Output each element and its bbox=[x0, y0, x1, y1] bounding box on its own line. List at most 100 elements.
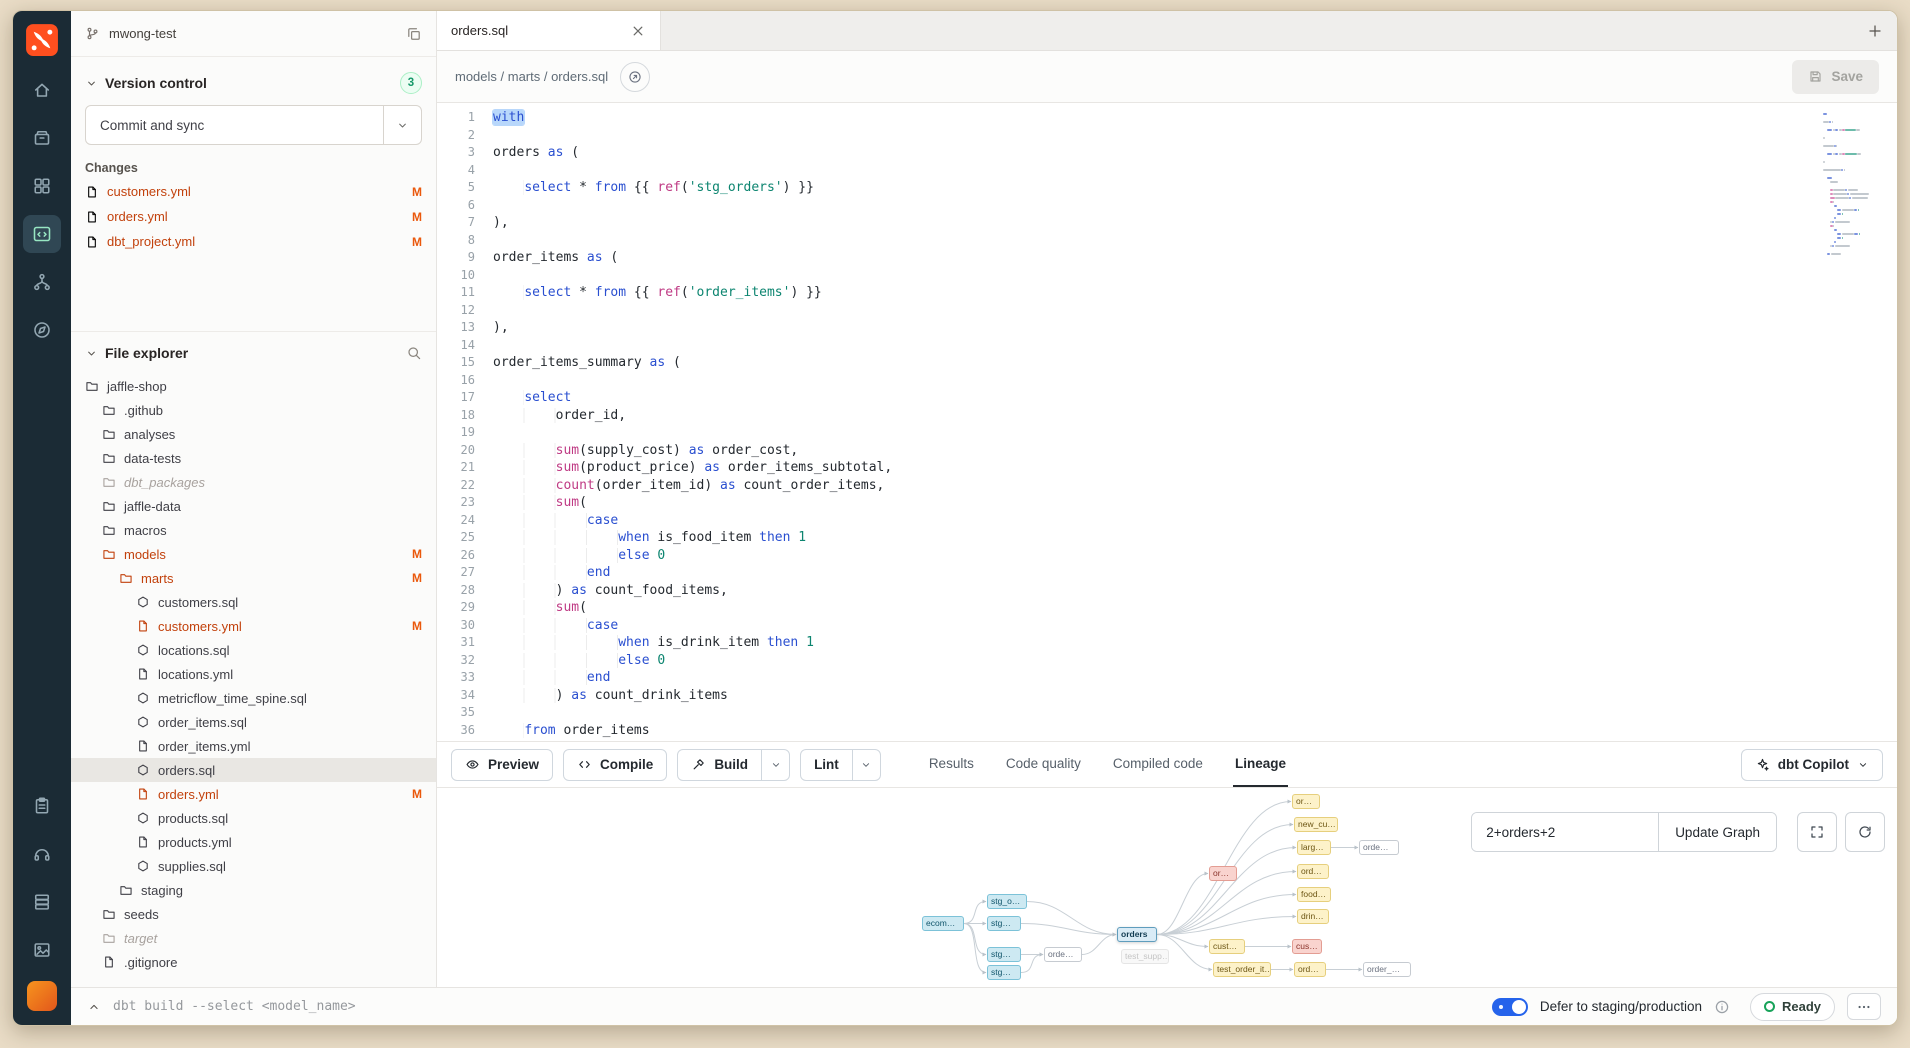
commit-options-chevron[interactable] bbox=[383, 106, 421, 144]
lineage-node-orde[interactable]: orde… bbox=[1044, 947, 1082, 962]
compile-button[interactable]: Compile bbox=[563, 749, 667, 781]
lineage-node-testoi[interactable]: test_order_it… bbox=[1213, 962, 1271, 977]
lineage-node-ordy2[interactable]: ord… bbox=[1294, 962, 1326, 977]
tree-item-locations.sql[interactable]: locations.sql bbox=[71, 638, 436, 662]
tree-item-locations.yml[interactable]: locations.yml bbox=[71, 662, 436, 686]
open-docs-button[interactable] bbox=[620, 62, 650, 92]
code-lines[interactable]: 1with23orders as (45 select * from {{ re… bbox=[437, 103, 1897, 741]
defer-toggle[interactable] bbox=[1492, 998, 1528, 1016]
tab-orders-sql[interactable]: orders.sql bbox=[437, 11, 661, 50]
tree-item-data-tests[interactable]: data-tests bbox=[71, 446, 436, 470]
tree-item-jaffle-shop[interactable]: jaffle-shop bbox=[71, 374, 436, 398]
lineage-node-stg1[interactable]: stg… bbox=[987, 916, 1021, 931]
save-button[interactable]: Save bbox=[1792, 60, 1879, 94]
lineage-node-drin[interactable]: drin… bbox=[1297, 909, 1329, 924]
lineage-node-stg0[interactable]: stg_o… bbox=[987, 894, 1027, 909]
nav-home[interactable] bbox=[23, 71, 61, 109]
dbt-copilot-button[interactable]: dbt Copilot bbox=[1741, 749, 1883, 781]
content-row: mwong-test Version control 3 Commit and … bbox=[71, 11, 1897, 987]
nav-develop[interactable] bbox=[23, 215, 61, 253]
tree-item-analyses[interactable]: analyses bbox=[71, 422, 436, 446]
tree-item-order_items.sql[interactable]: order_items.sql bbox=[71, 710, 436, 734]
tree-item-staging[interactable]: staging bbox=[71, 878, 436, 902]
fullscreen-button[interactable] bbox=[1797, 812, 1837, 852]
tab-code-quality[interactable]: Code quality bbox=[1004, 742, 1083, 787]
lineage-node-newcu[interactable]: new_cu… bbox=[1294, 817, 1338, 832]
commit-and-sync-button[interactable]: Commit and sync bbox=[85, 105, 422, 145]
lineage-node-stg2[interactable]: stg… bbox=[987, 947, 1021, 962]
refresh-button[interactable] bbox=[1845, 812, 1885, 852]
info-icon[interactable] bbox=[1714, 999, 1730, 1015]
more-options-button[interactable] bbox=[1847, 993, 1881, 1020]
tree-item-.github[interactable]: .github bbox=[71, 398, 436, 422]
sidebar: mwong-test Version control 3 Commit and … bbox=[71, 11, 437, 987]
tab-results[interactable]: Results bbox=[927, 742, 976, 787]
lineage-selector-input[interactable] bbox=[1472, 813, 1658, 851]
lineage-node-orpink[interactable]: or… bbox=[1209, 866, 1237, 881]
lineage-node-larg[interactable]: larg… bbox=[1297, 840, 1331, 855]
tree-item-products.sql[interactable]: products.sql bbox=[71, 806, 436, 830]
tab-lineage[interactable]: Lineage bbox=[1233, 742, 1288, 787]
nav-docs[interactable] bbox=[23, 883, 61, 921]
tree-item-customers.sql[interactable]: customers.sql bbox=[71, 590, 436, 614]
tree-item-customers.yml[interactable]: customers.ymlM bbox=[71, 614, 436, 638]
lineage-node-ordy1[interactable]: ord… bbox=[1297, 864, 1329, 879]
tree-item-marts[interactable]: martsM bbox=[71, 566, 436, 590]
lineage-node-stg3[interactable]: stg… bbox=[987, 965, 1021, 980]
tree-item-seeds[interactable]: seeds bbox=[71, 902, 436, 926]
changed-file-customers.yml[interactable]: customers.ymlM bbox=[85, 179, 422, 204]
tree-item-orders.sql[interactable]: orders.sql bbox=[71, 758, 436, 782]
changed-file-orders.yml[interactable]: orders.ymlM bbox=[85, 204, 422, 229]
tab-compiled-code[interactable]: Compiled code bbox=[1111, 742, 1205, 787]
lint-button[interactable]: Lint bbox=[801, 750, 852, 780]
folder-icon bbox=[102, 931, 116, 945]
update-graph-button[interactable]: Update Graph bbox=[1658, 813, 1776, 851]
build-button[interactable]: Build bbox=[678, 750, 761, 780]
nav-tasks[interactable] bbox=[23, 787, 61, 825]
nav-apps[interactable] bbox=[23, 167, 61, 205]
tree-item-models[interactable]: modelsM bbox=[71, 542, 436, 566]
lineage-node-ory[interactable]: or… bbox=[1292, 794, 1320, 809]
lineage-node-cuspink[interactable]: cus… bbox=[1292, 939, 1322, 954]
nav-gallery[interactable] bbox=[23, 931, 61, 969]
lint-options-chevron[interactable] bbox=[852, 750, 880, 780]
status-badge[interactable]: Ready bbox=[1750, 993, 1835, 1021]
lineage-node-ecom[interactable]: ecom… bbox=[922, 916, 964, 931]
user-avatar[interactable] bbox=[27, 981, 57, 1011]
lineage-node-orders[interactable]: orders bbox=[1117, 927, 1157, 942]
lineage-node-ordegray[interactable]: orde… bbox=[1359, 840, 1399, 855]
lineage-node-food[interactable]: food… bbox=[1297, 887, 1331, 902]
tree-item-target[interactable]: target bbox=[71, 926, 436, 950]
search-icon[interactable] bbox=[406, 345, 422, 361]
tree-item-orders.yml[interactable]: orders.ymlM bbox=[71, 782, 436, 806]
preview-button[interactable]: Preview bbox=[451, 749, 553, 781]
tree-item-supplies.sql[interactable]: supplies.sql bbox=[71, 854, 436, 878]
build-options-chevron[interactable] bbox=[761, 750, 789, 780]
duplicate-icon[interactable] bbox=[406, 26, 422, 42]
tree-item-products.yml[interactable]: products.yml bbox=[71, 830, 436, 854]
tree-item-macros[interactable]: macros bbox=[71, 518, 436, 542]
tree-item-jaffle-data[interactable]: jaffle-data bbox=[71, 494, 436, 518]
command-input[interactable]: dbt build --select <model_name> bbox=[113, 999, 1480, 1014]
tree-item-dbt_packages[interactable]: dbt_packages bbox=[71, 470, 436, 494]
nav-explore[interactable] bbox=[23, 311, 61, 349]
collapse-panel-button[interactable] bbox=[87, 1000, 101, 1014]
lineage-node-ordergray[interactable]: order_… bbox=[1363, 962, 1411, 977]
tree-item-order_items.yml[interactable]: order_items.yml bbox=[71, 734, 436, 758]
dbt-logo-icon[interactable] bbox=[25, 23, 59, 57]
nav-support[interactable] bbox=[23, 835, 61, 873]
lineage-node-cust[interactable]: cust… bbox=[1209, 939, 1245, 954]
close-icon[interactable] bbox=[630, 23, 646, 39]
file-explorer-header[interactable]: File explorer bbox=[71, 332, 436, 374]
nav-branches[interactable] bbox=[23, 263, 61, 301]
nav-warehouse[interactable] bbox=[23, 119, 61, 157]
code-editor[interactable]: 1with23orders as (45 select * from {{ re… bbox=[437, 103, 1897, 741]
lineage-node-testsupp[interactable]: test_supp… bbox=[1121, 949, 1169, 964]
changed-file-dbt_project.yml[interactable]: dbt_project.ymlM bbox=[85, 229, 422, 254]
changes-label: Changes bbox=[85, 161, 422, 175]
code-line: 9order_items as ( bbox=[437, 249, 1897, 267]
new-tab-icon[interactable] bbox=[1867, 23, 1883, 39]
version-control-header[interactable]: Version control 3 bbox=[85, 65, 422, 101]
tree-item-.gitignore[interactable]: .gitignore bbox=[71, 950, 436, 974]
tree-item-metricflow_time_spine.sql[interactable]: metricflow_time_spine.sql bbox=[71, 686, 436, 710]
